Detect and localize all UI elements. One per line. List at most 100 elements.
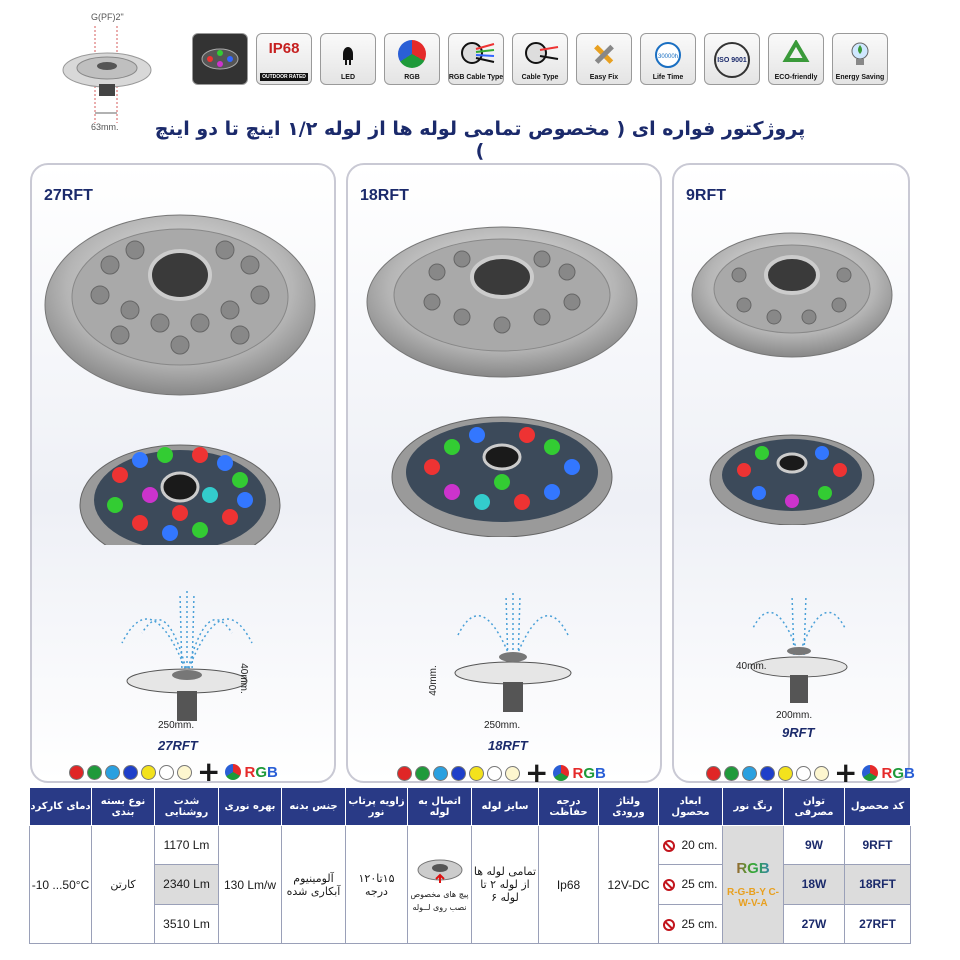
color-swatch bbox=[724, 765, 739, 781]
col-beam: زاویه پرتاب نور bbox=[345, 787, 408, 826]
rgb-label: RGB bbox=[881, 764, 915, 782]
model-caption: 9RFT bbox=[782, 725, 815, 740]
rgb-icon bbox=[225, 764, 242, 780]
power-cell: 9W bbox=[783, 824, 845, 866]
code-cell: 27RFT bbox=[844, 903, 911, 945]
color-swatch bbox=[796, 765, 811, 781]
product-panel-9rft: 9RFT 40mm. 200mm. 9RFT bbox=[672, 163, 910, 783]
plus-icon: + bbox=[834, 756, 858, 789]
color-swatch bbox=[778, 765, 793, 781]
color-swatch bbox=[505, 765, 520, 781]
col-body: جنس بدنه bbox=[281, 787, 346, 826]
color-swatch bbox=[141, 764, 156, 780]
rgb-label: RGB bbox=[572, 764, 606, 782]
packing-cell: کارتن bbox=[91, 825, 155, 944]
svg-text:30000h: 30000h bbox=[658, 54, 678, 60]
col-efficiency: بهره نوری bbox=[218, 787, 282, 826]
voltage-cell: 12V-DC bbox=[598, 825, 659, 944]
rgb-icon: RGB bbox=[384, 33, 440, 85]
color-swatch bbox=[69, 764, 84, 780]
color-swatch bbox=[706, 765, 721, 781]
color-swatch bbox=[814, 765, 829, 781]
life-time-icon: 30000h Life Time bbox=[640, 33, 696, 85]
width-label: 200mm. bbox=[776, 710, 813, 721]
fountain-drawing bbox=[750, 594, 848, 703]
page-title: پروژکتور فواره ای ( مخصوص تمامی لوله ها … bbox=[154, 118, 806, 162]
col-voltage: ولتاژ ورودی bbox=[598, 787, 659, 826]
model-caption: 18RFT bbox=[488, 738, 528, 753]
size-cell: 20 cm. bbox=[658, 824, 723, 866]
color-swatch bbox=[415, 765, 430, 781]
product-images bbox=[691, 232, 893, 525]
diameter-icon bbox=[663, 918, 676, 931]
height-label: 40mm. bbox=[427, 665, 439, 696]
color-options-18rft: + RGB bbox=[397, 756, 606, 789]
eco-friendly-icon: ECO-friendly bbox=[768, 33, 824, 85]
plus-icon: + bbox=[525, 756, 549, 789]
height-label: 40mm. bbox=[736, 661, 767, 672]
table-row: 2340 Lm 25 cm. 18W 18RFT bbox=[30, 864, 911, 905]
color-swatch bbox=[397, 765, 412, 781]
col-ip: درجه حفاظت bbox=[538, 787, 599, 826]
efficiency-cell: 130 Lm/w bbox=[218, 825, 282, 944]
product-images bbox=[366, 226, 638, 537]
color-swatch bbox=[105, 764, 120, 780]
lumen-cell: 2340 Lm bbox=[154, 864, 219, 905]
width-label: 250mm. bbox=[158, 720, 195, 731]
rgb-label: RGB bbox=[244, 763, 278, 781]
light-options: R-G-B-Y C-W-V-A bbox=[726, 887, 780, 909]
color-options-9rft: + RGB bbox=[706, 756, 915, 789]
power-cell: 27W bbox=[783, 903, 845, 945]
plus-icon: + bbox=[197, 755, 221, 788]
color-swatch bbox=[487, 765, 502, 781]
model-caption: 27RFT bbox=[158, 738, 198, 753]
iso-9001-icon: ISO 9001 bbox=[704, 33, 760, 85]
color-swatch bbox=[123, 764, 138, 780]
color-swatch bbox=[433, 765, 448, 781]
product-code: 18RFT bbox=[360, 187, 409, 204]
lumen-cell: 3510 Lm bbox=[154, 903, 219, 945]
power-cell: 18W bbox=[783, 864, 845, 905]
ip-cell: Ip68 bbox=[538, 825, 599, 944]
easy-fix-icon: Easy Fix bbox=[576, 33, 632, 85]
fixture-dimension-diagram: G(PF)2" 63mm. bbox=[55, 8, 155, 136]
color-swatch bbox=[469, 765, 484, 781]
cable-type-icon: Cable Type bbox=[512, 33, 568, 85]
product-code: 9RFT bbox=[686, 187, 726, 204]
size-cell: 25 cm. bbox=[658, 864, 723, 905]
light-color-cell: RGB R-G-B-Y C-W-V-A bbox=[722, 825, 784, 944]
diameter-icon bbox=[663, 839, 676, 852]
table-row: 3510 Lm 25 cm. 27W 27RFT bbox=[30, 903, 911, 945]
energy-saving-icon: Energy Saving bbox=[832, 33, 888, 85]
fountain-drawing bbox=[121, 588, 253, 721]
rgb-cable-icon: RGB Cable Type bbox=[448, 33, 504, 85]
table-row: -10 ...50°C کارتن 1170 Lm 130 Lm/w آلومی… bbox=[29, 824, 911, 944]
color-swatch bbox=[742, 765, 757, 781]
width-label: 250mm. bbox=[484, 720, 521, 731]
color-swatch bbox=[451, 765, 466, 781]
col-lumen: شدت روشنایی bbox=[154, 787, 219, 826]
product-images bbox=[44, 214, 316, 545]
color-swatch bbox=[760, 765, 775, 781]
ip68-icon: IP68 OUTDOOR RATED bbox=[256, 33, 312, 85]
product-panel-27rft: 27RFT 40mm. 250mm. 27RFT bbox=[30, 163, 336, 783]
col-code: کد محصول bbox=[844, 787, 911, 826]
col-power: توان مصرفی bbox=[783, 787, 845, 826]
color-swatch bbox=[87, 764, 102, 780]
rgb-label: RGB bbox=[723, 860, 783, 877]
product-code: 27RFT bbox=[44, 187, 93, 204]
height-label: 40mm. bbox=[237, 663, 249, 694]
table-header-row: دمای کارکرد نوع بسته بندی شدت روشنایی به… bbox=[29, 787, 911, 826]
code-cell: 9RFT bbox=[844, 824, 911, 866]
beam-cell: ۱۵تا۱۲۰ درجه bbox=[345, 825, 408, 944]
pipe-size-label: 63mm. bbox=[91, 122, 119, 132]
led-icon: LED bbox=[320, 33, 376, 85]
color-swatch bbox=[177, 764, 192, 780]
col-temp: دمای کارکرد bbox=[29, 787, 92, 826]
connection-note: پیچ های مخصوص نصب روی لــوله bbox=[410, 890, 469, 912]
lumen-cell: 1170 Lm bbox=[154, 824, 219, 866]
col-packing: نوع بسته بندی bbox=[91, 787, 155, 826]
col-size: ابعاد محصول bbox=[658, 787, 723, 826]
fountain-drawing bbox=[454, 590, 572, 712]
pipe-cell: تمامی لوله ها از لوله ۲ تا لوله ۶ bbox=[471, 825, 539, 944]
